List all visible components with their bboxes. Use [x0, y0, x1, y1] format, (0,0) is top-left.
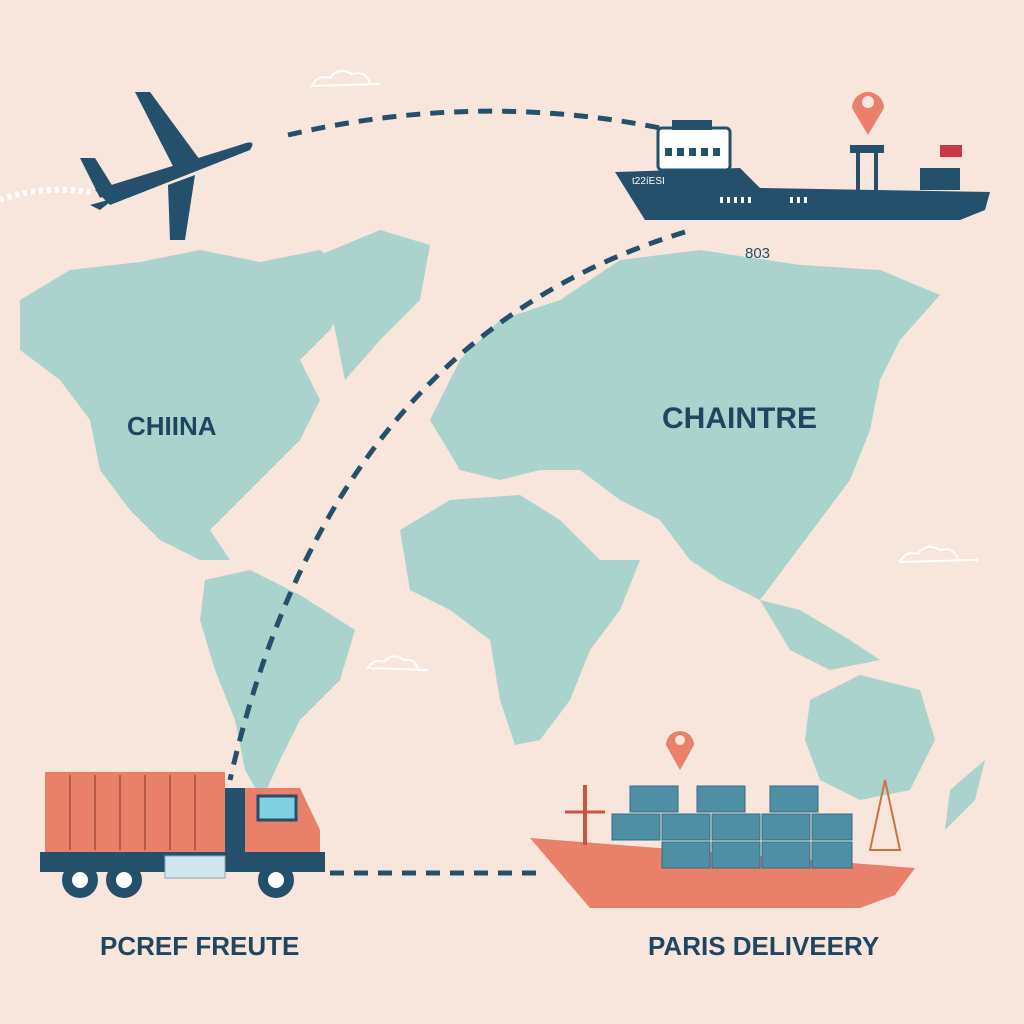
new-zealand — [945, 760, 985, 830]
region-label-asia: CHAINTRE — [662, 402, 817, 435]
truck-icon — [40, 772, 325, 898]
route-plane-to-ship — [287, 108, 671, 138]
cargo-ship-icon: t22íESI — [615, 120, 990, 220]
region-label-americas: CHIINA — [127, 411, 217, 441]
plane-trail — [0, 186, 91, 203]
north-america — [20, 250, 360, 560]
southeast-asia — [760, 600, 880, 670]
location-pin-icon — [852, 92, 884, 135]
world-map — [20, 230, 985, 830]
airplane-icon — [80, 92, 253, 240]
location-pin-icon — [666, 731, 694, 770]
south-america — [200, 570, 355, 800]
container-ship-icon — [530, 779, 915, 908]
truck-caption: PCREF FREUTE — [100, 931, 299, 961]
cloud-icon — [310, 69, 979, 671]
greenland — [320, 230, 430, 380]
route-ship-to-truck — [227, 229, 686, 781]
ship-caption: PARIS DELIVEERY — [648, 931, 879, 961]
australia — [805, 675, 935, 800]
ship-hull-text: t22íESI — [632, 176, 665, 187]
ship-number: 803 — [745, 245, 770, 262]
africa — [400, 495, 640, 745]
europe-asia — [430, 250, 940, 600]
